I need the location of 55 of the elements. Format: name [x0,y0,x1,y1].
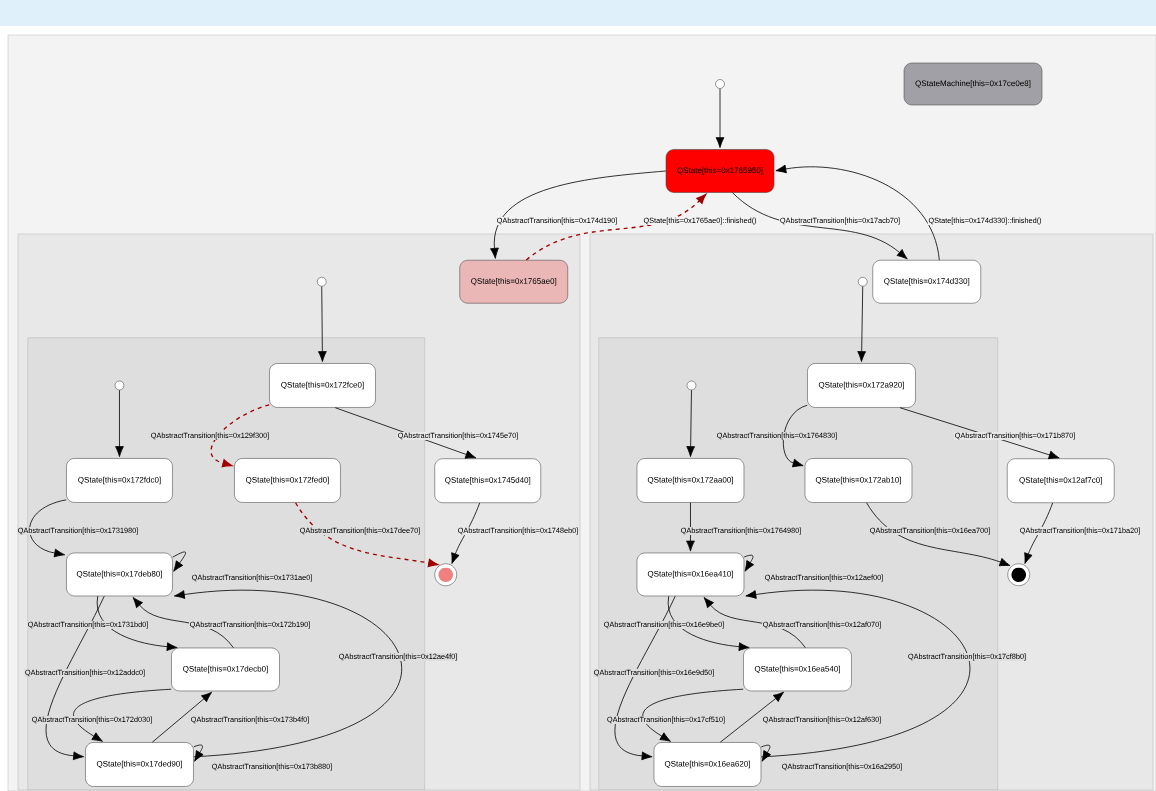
state-box: QState[this=0x172a920] [807,363,916,408]
state-box: QState[this=0x172aa00] [636,458,745,503]
transition-arrow [782,404,808,468]
transition-arrow [745,589,970,758]
transition-arrow [866,502,1011,567]
state-box: QState[this=0x172fed0] [234,458,341,503]
transition-arrow [29,499,67,558]
transition-arrow [719,691,785,743]
state-machine-box: QStateMachine[this=0x17ce0e8] [903,62,1043,106]
transition-arrow [899,407,1060,460]
transition-arrow [686,502,695,552]
transition-arrow [73,688,172,742]
transition-arrow [775,164,940,261]
transition-arrow [45,595,105,761]
final-state-circle [1007,563,1030,586]
transition-arrow [490,170,667,259]
transition-arrow [173,589,401,758]
state-box: QState[this=0x17deb80] [66,552,173,597]
state-box: QState[this=0x172fdc0] [66,458,173,503]
transition-arrow [525,193,707,261]
state-box: QState[this=0x16ea410] [636,552,745,597]
transition-arrow [667,595,750,651]
transition-arrow [760,744,771,762]
state-box: QState[this=0x17ded90] [85,742,194,787]
state-box: QState[this=0x172ab10] [804,458,913,503]
transition-arrow [294,502,439,568]
state-box: QState[this=0x16ea540] [743,647,852,692]
transition-arrow [210,404,270,468]
transition-arrow [334,407,477,459]
transition-arrow [132,597,234,649]
state-box: QState[this=0x1765950] [665,149,775,193]
state-box: QState[this=0x16ea620] [653,742,762,787]
state-box: QState[this=0x17decb0] [171,647,280,692]
state-box: QState[this=0x12af7c0] [1006,458,1115,503]
transition-arrow [96,595,178,651]
transition-arrow [193,744,204,762]
final-state-circle [434,563,457,586]
transition-arrow [115,389,124,457]
state-box: QState[this=0x172fce0] [269,363,376,408]
transition-arrow [732,192,908,260]
transition-arrow [686,389,695,457]
transition-arrow [642,688,744,742]
state-box: QState[this=0x174d330] [872,259,981,304]
state-box: QState[this=0x1745d40] [434,458,541,503]
transition-arrow [451,502,481,564]
state-box: QState[this=0x1765ae0] [459,259,568,304]
transition-arrow [715,88,725,149]
transition-arrow [703,597,806,649]
transition-arrow [743,554,754,572]
transition-arrow [1024,502,1054,564]
transition-arrow [172,551,186,572]
transition-arrow [614,595,676,761]
transition-arrow [857,286,866,362]
transition-arrow [151,691,213,743]
transition-arrow [318,286,327,362]
